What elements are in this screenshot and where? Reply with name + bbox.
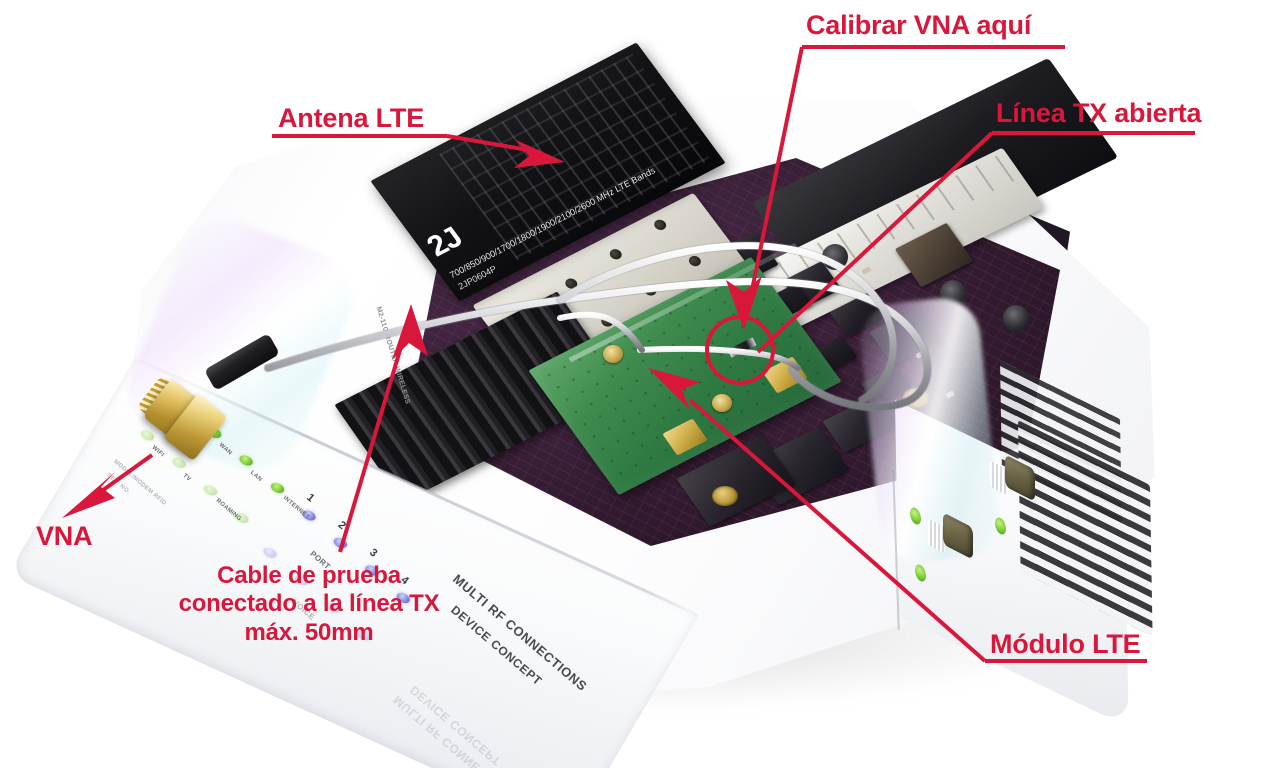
pcb-mount-via <box>712 486 738 506</box>
vna-arrowhead <box>62 472 115 518</box>
cable-prueba-leader <box>338 329 408 553</box>
tx-line-highlight-circle <box>705 315 775 385</box>
annotation-label-vna: VNA <box>36 521 93 551</box>
cable-label-line-2: conectado a la línea TX <box>178 590 440 618</box>
cable-label-line-1: Cable de prueba <box>217 562 401 589</box>
modulo-lte-leader <box>688 398 987 663</box>
annotation-label-linea-tx-abierta: Línea TX abierta <box>996 98 1202 128</box>
cable-prueba-arrowhead <box>392 304 428 360</box>
annotation-label-cable-de-prueba: Cable de prueba conectado a la línea TX … <box>178 562 440 647</box>
annotation-label-modulo-lte: Módulo LTE <box>990 629 1141 659</box>
cable-label-line-3: máx. 50mm <box>244 618 374 646</box>
calibrar-vna-leader <box>750 46 804 291</box>
calibrar-vna-arrowhead <box>726 276 762 330</box>
modulo-lte-arrowhead <box>648 368 700 410</box>
annotation-label-calibrar-vna-aqui: Calibrar VNA aquí <box>806 10 1032 40</box>
rear-port-hole <box>1003 305 1029 331</box>
annotation-label-antena-lte: Antena LTE <box>278 103 424 133</box>
linea-tx-leader <box>756 131 994 354</box>
antena-lte-arrowhead <box>514 140 565 168</box>
